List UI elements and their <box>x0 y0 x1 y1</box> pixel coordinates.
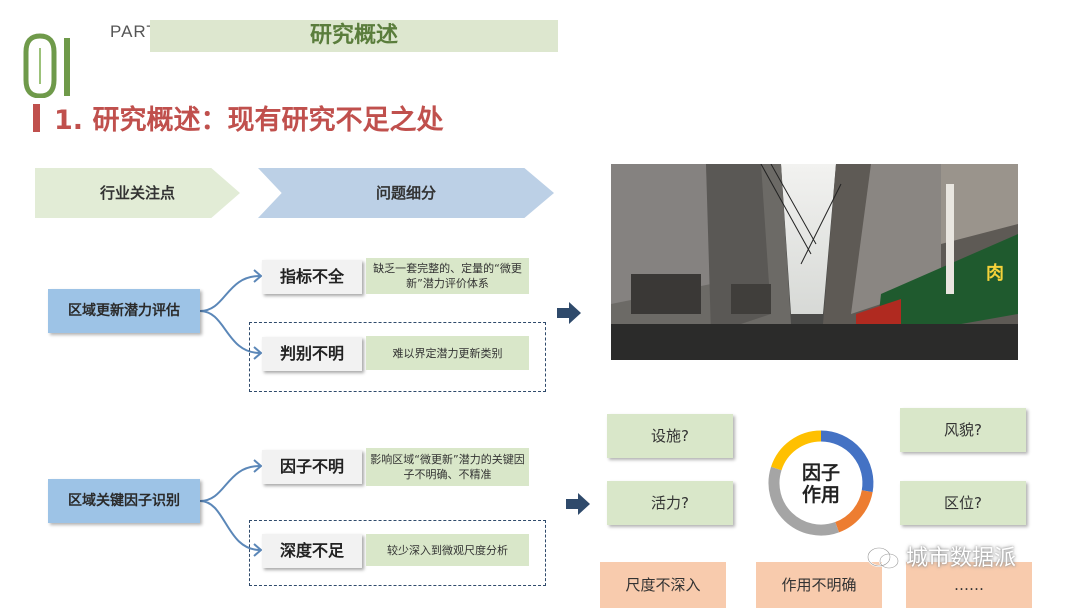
issue-incomplete-indicators: 指标不全 <box>262 260 362 294</box>
watermark-text: 城市数据派 <box>906 546 1017 571</box>
arrow-right-icon <box>566 493 590 515</box>
street-photo-drawing <box>611 164 1018 360</box>
wechat-icon <box>867 547 899 569</box>
factor-facility: 设施? <box>607 414 733 458</box>
factor-location: 区位? <box>900 481 1026 525</box>
subtitle-marker <box>33 104 40 132</box>
tag-more: …… <box>906 562 1032 608</box>
issue-unclear-classification: 判别不明 <box>262 337 362 371</box>
chevron-industry-focus: 行业关注点 <box>35 168 240 218</box>
tag-role-unclear: 作用不明确 <box>756 562 882 608</box>
issue-desc: 缺乏一套完整的、定量的“微更新”潜力评价体系 <box>366 258 529 294</box>
issue-unclear-factors: 因子不明 <box>262 450 362 484</box>
section-number-graphic <box>23 33 70 98</box>
page-subtitle: 1. 研究概述：现有研究不足之处 <box>54 105 444 136</box>
issue-desc: 影响区域“微更新”潜力的关键因子不明确、不精准 <box>366 448 529 486</box>
street-photo: 肉 <box>611 164 1018 360</box>
factor-donut-ring <box>768 430 874 536</box>
dashed-frame <box>249 520 546 586</box>
factor-vitality: 活力? <box>607 481 733 525</box>
part-label: PART <box>110 22 158 41</box>
donut-center-line2: 作用 <box>801 484 840 506</box>
factor-style: 风貌? <box>900 408 1026 452</box>
photo-sign-text: 肉 <box>986 263 1004 284</box>
issue-desc: 较少深入到微观尺度分析 <box>366 534 529 566</box>
arrow-right-icon <box>557 302 581 324</box>
donut-center-label: 因子 作用 <box>790 462 852 506</box>
dashed-frame <box>249 322 546 392</box>
connector-lines <box>199 269 263 557</box>
issue-desc: 难以界定潜力更新类别 <box>366 336 529 370</box>
tag-scale-shallow: 尺度不深入 <box>600 562 726 608</box>
chevron-problem-breakdown: 问题细分 <box>258 168 554 218</box>
category-renewal-potential: 区域更新潜力评估 <box>48 289 200 333</box>
section-title: 研究概述 <box>309 23 398 48</box>
section-title-bar <box>150 20 558 52</box>
issue-insufficient-depth: 深度不足 <box>262 534 362 568</box>
donut-center-line1: 因子 <box>801 462 840 484</box>
category-key-factor-identification: 区域关键因子识别 <box>48 479 200 523</box>
